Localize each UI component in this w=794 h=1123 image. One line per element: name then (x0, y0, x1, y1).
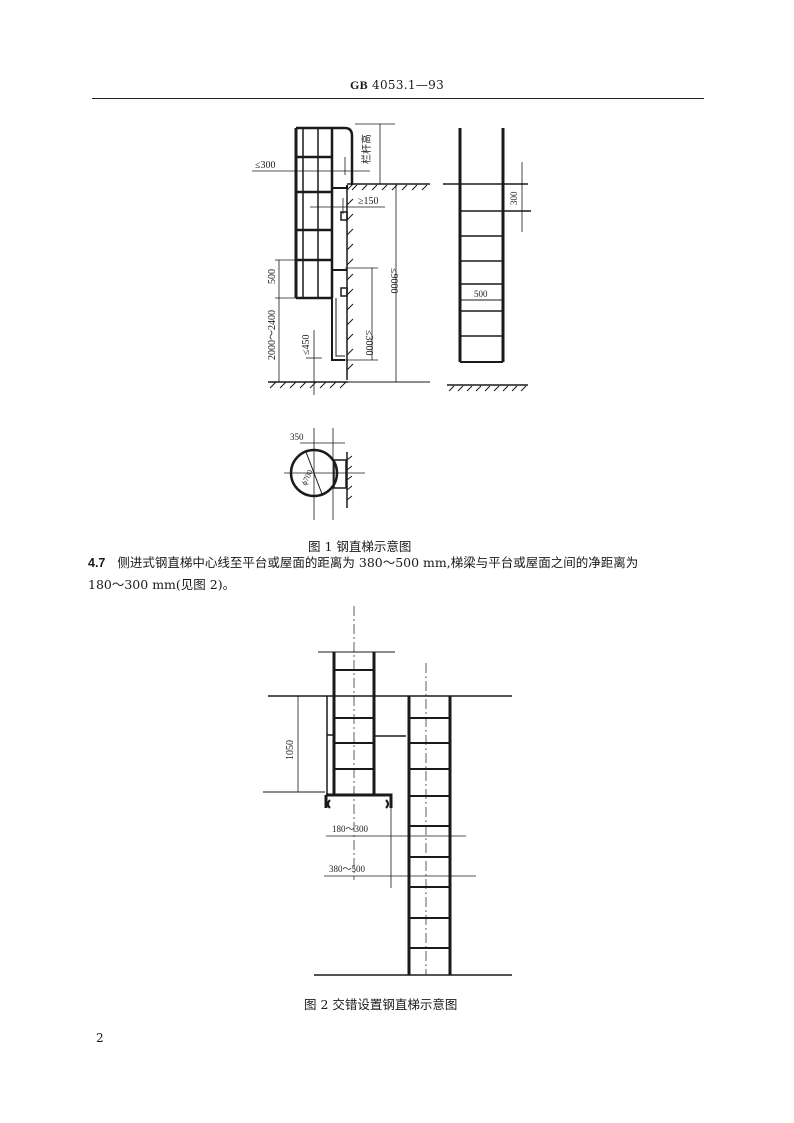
label-width-500: 500 (474, 289, 488, 299)
figure-2-caption: 图 2 交错设置钢直梯示意图 (304, 997, 458, 1012)
document-header: GB 4053.1—93 (0, 78, 794, 93)
standard-number: 4053.1—93 (372, 78, 445, 92)
cage-plan-view (284, 428, 365, 520)
label-gap-180-300: 180～300 (332, 824, 369, 834)
section-number: 4.7 (88, 556, 106, 570)
section-4-7: 4.7 侧进式钢直梯中心线至平台或屋面的距离为 380～500 mm,梯梁与平台或… (88, 552, 708, 596)
section-text-line-1: 侧进式钢直梯中心线至平台或屋面的距离为 380～500 mm,梯梁与平台或屋面之… (117, 555, 639, 570)
label-diameter-700: ϕ700 (300, 468, 315, 487)
standard-prefix: GB (349, 78, 368, 92)
label-height-2000-2400: 2000～2400 (267, 310, 278, 360)
label-offset-350: 350 (290, 432, 304, 442)
label-railing-height: 栏杆高 (360, 134, 373, 164)
header-divider (92, 98, 704, 99)
label-max-9000: ≤9000 (388, 268, 399, 294)
cage-ladder-side-view (252, 123, 430, 395)
label-max-450: ≤450 (301, 335, 312, 356)
label-dist-380-500: 380～500 (329, 864, 366, 874)
label-cage-500: 500 (267, 269, 278, 284)
label-height-1050: 1050 (285, 740, 296, 760)
label-max-300: ≤300 (255, 160, 276, 171)
page-number: 2 (96, 1031, 104, 1045)
label-max-3000: ≤3000 (363, 330, 374, 356)
figure-1-drawing: 栏杆高 ≤300 ≥150 500 2000～2400 ≤450 ≤3000 ≤… (252, 123, 531, 520)
ladder-front-view (443, 128, 531, 392)
section-text-line-2: 180～300 mm(见图 2)。 (88, 577, 236, 592)
figure-1-caption: 图 1 钢直梯示意图 (308, 539, 412, 554)
label-rung-300: 300 (509, 191, 519, 205)
label-min-150: ≥150 (358, 196, 379, 207)
